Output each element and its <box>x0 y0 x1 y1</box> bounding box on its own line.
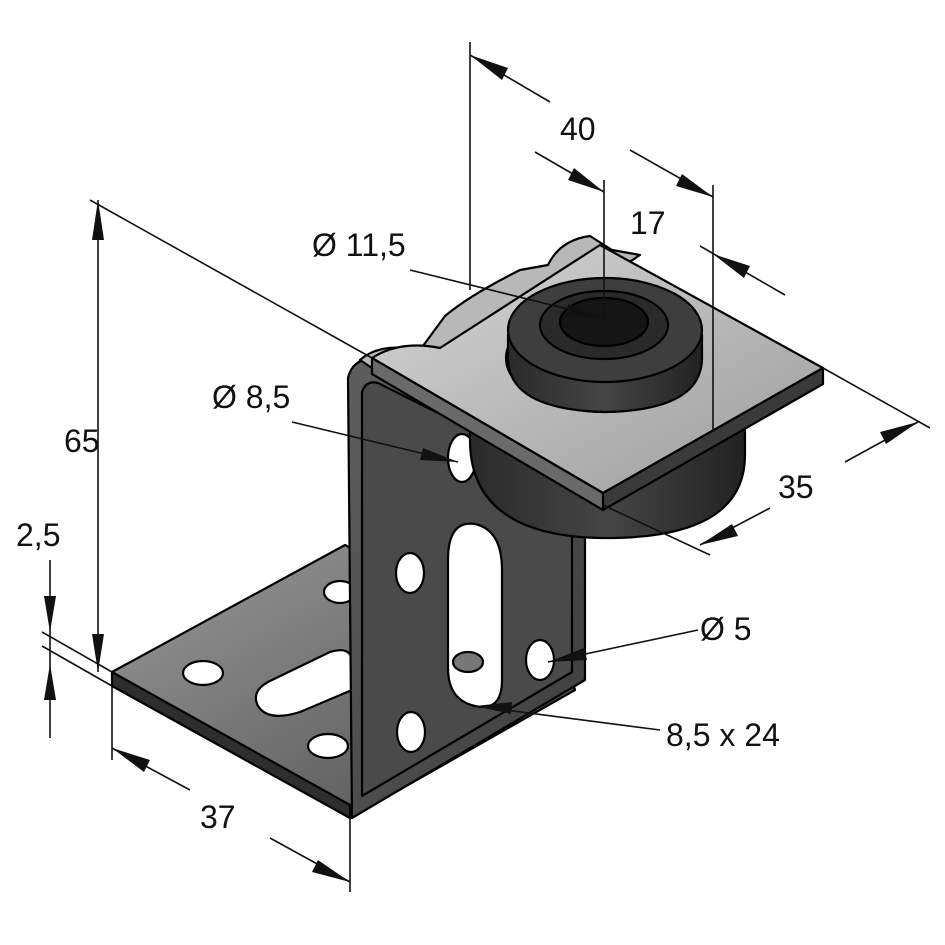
base-hole-left <box>181 659 225 687</box>
dimension-17: 17 <box>630 205 666 241</box>
dimension-35: 35 <box>778 469 814 505</box>
dimension-2-5: 2,5 <box>16 517 60 553</box>
dimension-65: 65 <box>64 423 100 459</box>
slot-through-hole <box>451 650 485 674</box>
dimension-hole-8-5: Ø 8,5 <box>212 379 290 415</box>
vertical-hole-bottom-left <box>395 710 427 754</box>
dimension-slot: 8,5 x 24 <box>666 717 780 753</box>
vertical-hole-right <box>524 638 556 682</box>
base-hole-right-bottom <box>306 732 350 760</box>
vertical-slot <box>446 522 504 709</box>
base-slot <box>254 649 354 717</box>
dimension-hole-11-5: Ø 11,5 <box>312 227 406 263</box>
dimension-40: 40 <box>560 111 596 147</box>
dimension-lines <box>41 42 931 892</box>
top-plate-side-edge <box>370 356 605 512</box>
dimension-hole-5: Ø 5 <box>700 611 752 647</box>
vertical-hole-top-left <box>394 551 426 595</box>
bracket-part <box>110 234 825 820</box>
dimension-37: 37 <box>200 799 236 835</box>
